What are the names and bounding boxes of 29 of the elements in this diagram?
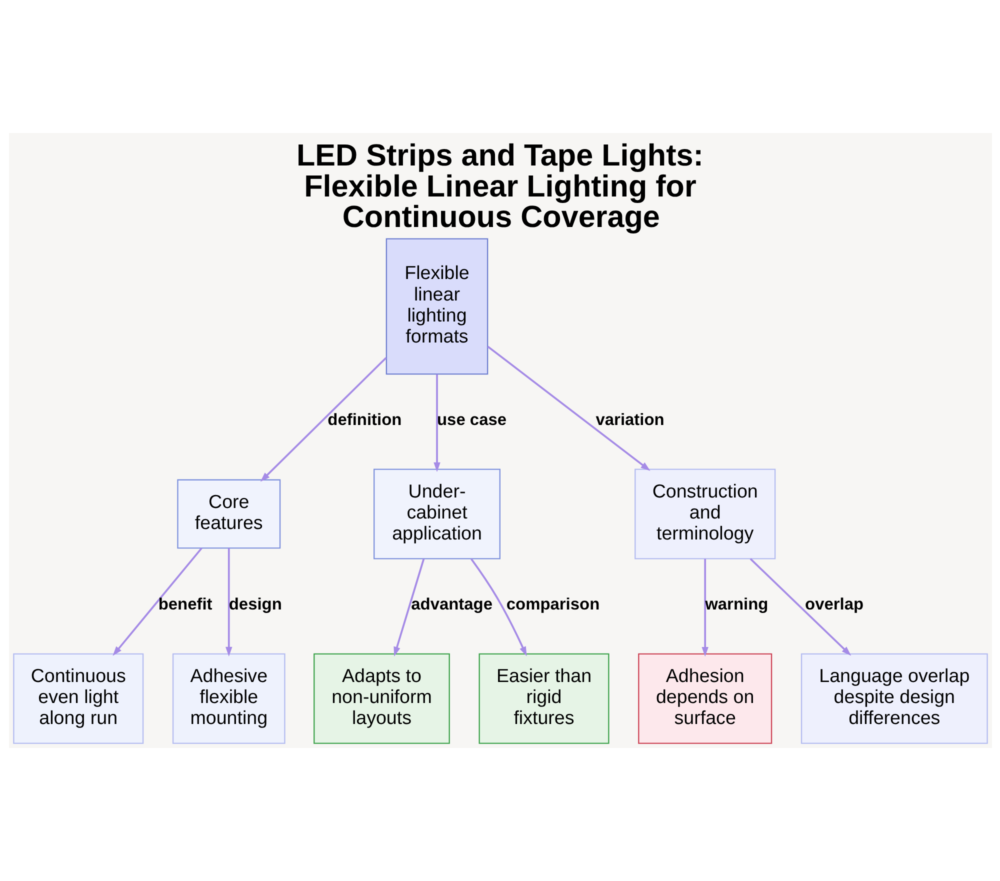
node-box: Language overlap despite design differences [800, 653, 988, 744]
edge-label: advantage [410, 595, 492, 614]
arrow [749, 558, 851, 656]
diagram-title: LED Strips and Tape Lights: Flexible Linear Lighting for Continuous Coverage [296, 138, 703, 234]
edge-label: comparison [506, 595, 600, 614]
node-box: Easier than rigid fixtures [478, 653, 609, 744]
node-box: Adhesion depends on surface [638, 653, 772, 744]
edge-label: overlap [804, 595, 864, 614]
arrow [470, 558, 526, 656]
arrow [701, 558, 708, 657]
node-box: Under-cabinet application [373, 468, 500, 560]
node-box: Adapts to non-uniform layouts [313, 653, 450, 744]
node-box: Adhesive flexible mounting [172, 653, 285, 744]
edge-label: variation [595, 410, 664, 429]
edge-label: use case [436, 410, 506, 429]
edge-label: definition [327, 410, 402, 429]
arrow [260, 357, 386, 482]
arrow [433, 374, 440, 472]
edge-label: design [228, 595, 282, 614]
edge-label: benefit [158, 595, 212, 614]
arrow [393, 558, 424, 657]
node-box: Construction and terminology [634, 468, 776, 560]
node-box: Continuous even light along run [12, 653, 144, 744]
node-box: Core features [176, 479, 280, 549]
arrow [486, 346, 650, 471]
arrow [112, 548, 202, 656]
edge-label: warning [704, 595, 768, 614]
node-box: Flexible linear lighting formats [385, 238, 488, 375]
arrow [225, 548, 232, 657]
